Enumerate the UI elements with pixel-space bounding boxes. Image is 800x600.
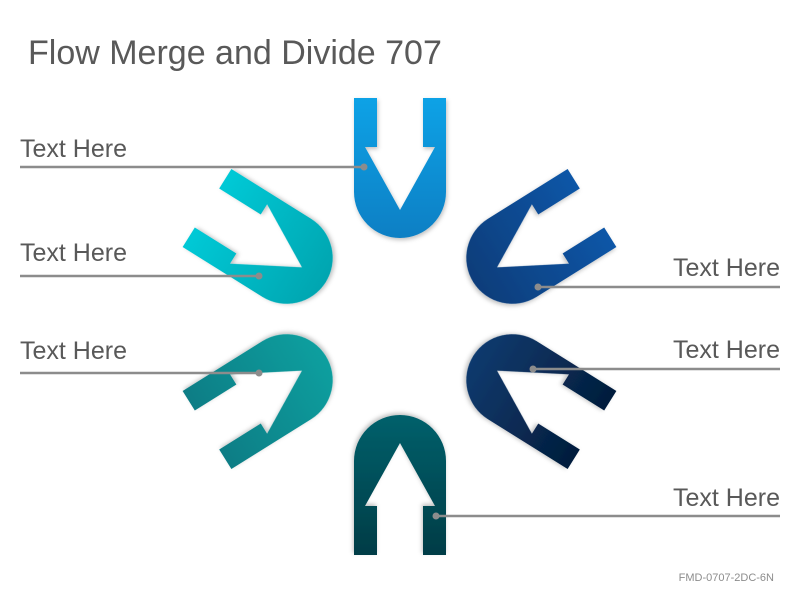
arrow-bottom xyxy=(354,415,446,555)
arrow-lower-right xyxy=(448,316,617,470)
label-left-1: Text Here xyxy=(20,135,127,163)
connector-dot-left-3 xyxy=(255,369,263,377)
connector-dots xyxy=(255,163,542,520)
arrow-lower-left xyxy=(182,316,351,470)
connector-dot-right-2 xyxy=(529,365,537,373)
label-left-2: Text Here xyxy=(20,239,127,267)
label-right-3: Text Here xyxy=(673,484,780,512)
label-left-3: Text Here xyxy=(20,337,127,365)
page-title: Flow Merge and Divide 707 xyxy=(28,34,442,72)
label-right-2: Text Here xyxy=(673,336,780,364)
connector-dot-left-2 xyxy=(255,272,263,280)
slide-code: FMD-0707-2DC-6N xyxy=(678,572,774,584)
connector-dot-right-3 xyxy=(432,512,440,520)
connectors xyxy=(20,165,780,518)
arrow-upper-left xyxy=(182,168,351,322)
arrow-top xyxy=(354,98,446,238)
connector-dot-left-1 xyxy=(360,163,368,171)
arrow-upper-right xyxy=(448,168,617,322)
label-right-1: Text Here xyxy=(673,254,780,282)
connector-dot-right-1 xyxy=(534,283,542,291)
